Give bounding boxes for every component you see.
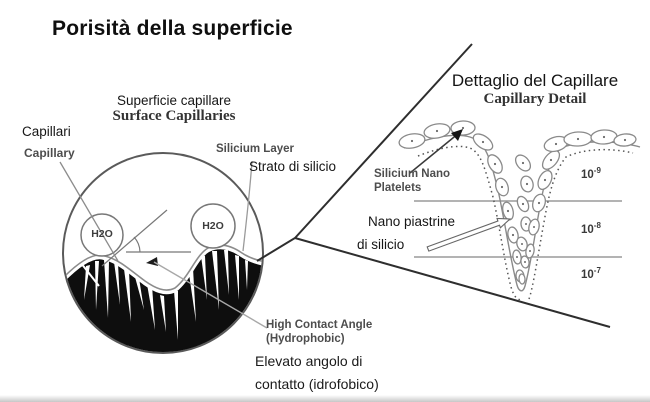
- silicium-nano-platelets-label: Silicium Nano Platelets: [374, 167, 450, 195]
- silicium-layer-line: [64, 244, 262, 295]
- silicium-layer-label-it: Strato di silicio: [249, 159, 337, 174]
- platelets-label-line1: Silicium Nano: [374, 168, 451, 180]
- bottom-edge-shadow: [0, 395, 650, 402]
- surface-label-it: Superficie capillare: [116, 93, 232, 108]
- detail-title-en: Capillary Detail: [483, 91, 587, 107]
- scale-exp: -9: [593, 166, 601, 175]
- contact-angle-en-line1: High Contact Angle: [266, 319, 373, 331]
- scale-marker-1e-9: 10-9: [581, 166, 601, 181]
- capillary-label-en: Capillary: [24, 146, 75, 160]
- droplet-right: [190, 203, 236, 249]
- groove-dotted-outline: [417, 145, 634, 301]
- detail-title: Dettaglio del Capillare Capillary Detail: [440, 71, 630, 108]
- nano-piastrine-label-line2: di silicio: [357, 237, 405, 252]
- silicium-layer-label-en: Silicium Layer: [216, 143, 294, 155]
- droplet-left: [80, 213, 124, 257]
- contact-angle-construction: [101, 209, 191, 267]
- scale-base: 10: [581, 168, 594, 181]
- platelets-arrowhead-icon: [451, 129, 463, 141]
- nano-platelet-ellipses: [398, 120, 637, 285]
- surface-label-en: Surface Capillaries: [112, 108, 236, 124]
- capillary-channels: [69, 248, 248, 340]
- nano-piastrine-label-line1: Nano piastrine: [368, 214, 456, 229]
- contact-angle-label-it-line1: Elevato angolo di: [255, 353, 363, 369]
- platelets-label-line2: Platelets: [374, 182, 422, 194]
- platelets-arrow-line: [409, 132, 460, 174]
- pointer-lines: [59, 160, 268, 329]
- scale-marker-1e-7: 10-7: [581, 266, 601, 281]
- scale-base: 10: [581, 268, 594, 281]
- platelet-center-dots: [410, 126, 627, 263]
- scale-marker-1e-8: 10-8: [581, 221, 601, 236]
- capillary-detail-groove: [398, 120, 641, 301]
- droplet-right-label: H2O: [202, 220, 224, 232]
- page-title: Porisità della superficie: [52, 17, 293, 40]
- surface-capillaries-label: Superficie capillare Surface Capillaries: [100, 93, 248, 125]
- capillary-label-it: Capillari: [22, 124, 71, 139]
- contact-angle-label-it-line2: contatto (idrofobico): [255, 376, 379, 392]
- scale-exp: -8: [593, 221, 601, 230]
- magnification-wedge-lines: [256, 43, 611, 328]
- detail-title-it: Dettaglio del Capillare: [451, 71, 619, 90]
- contact-angle-label-en: High Contact Angle (Hydrophobic): [266, 318, 372, 346]
- water-droplets: [80, 203, 236, 257]
- droplet-left-label: H2O: [91, 228, 113, 240]
- porous-black-region: [64, 244, 262, 352]
- contact-angle-en-line2: (Hydrophobic): [266, 333, 345, 345]
- contact-angle-arrowhead-icon: [146, 257, 158, 266]
- scale-base: 10: [581, 223, 594, 236]
- scale-exp: -7: [593, 266, 601, 275]
- nano-piastrine-arrow-icon: [426, 217, 512, 252]
